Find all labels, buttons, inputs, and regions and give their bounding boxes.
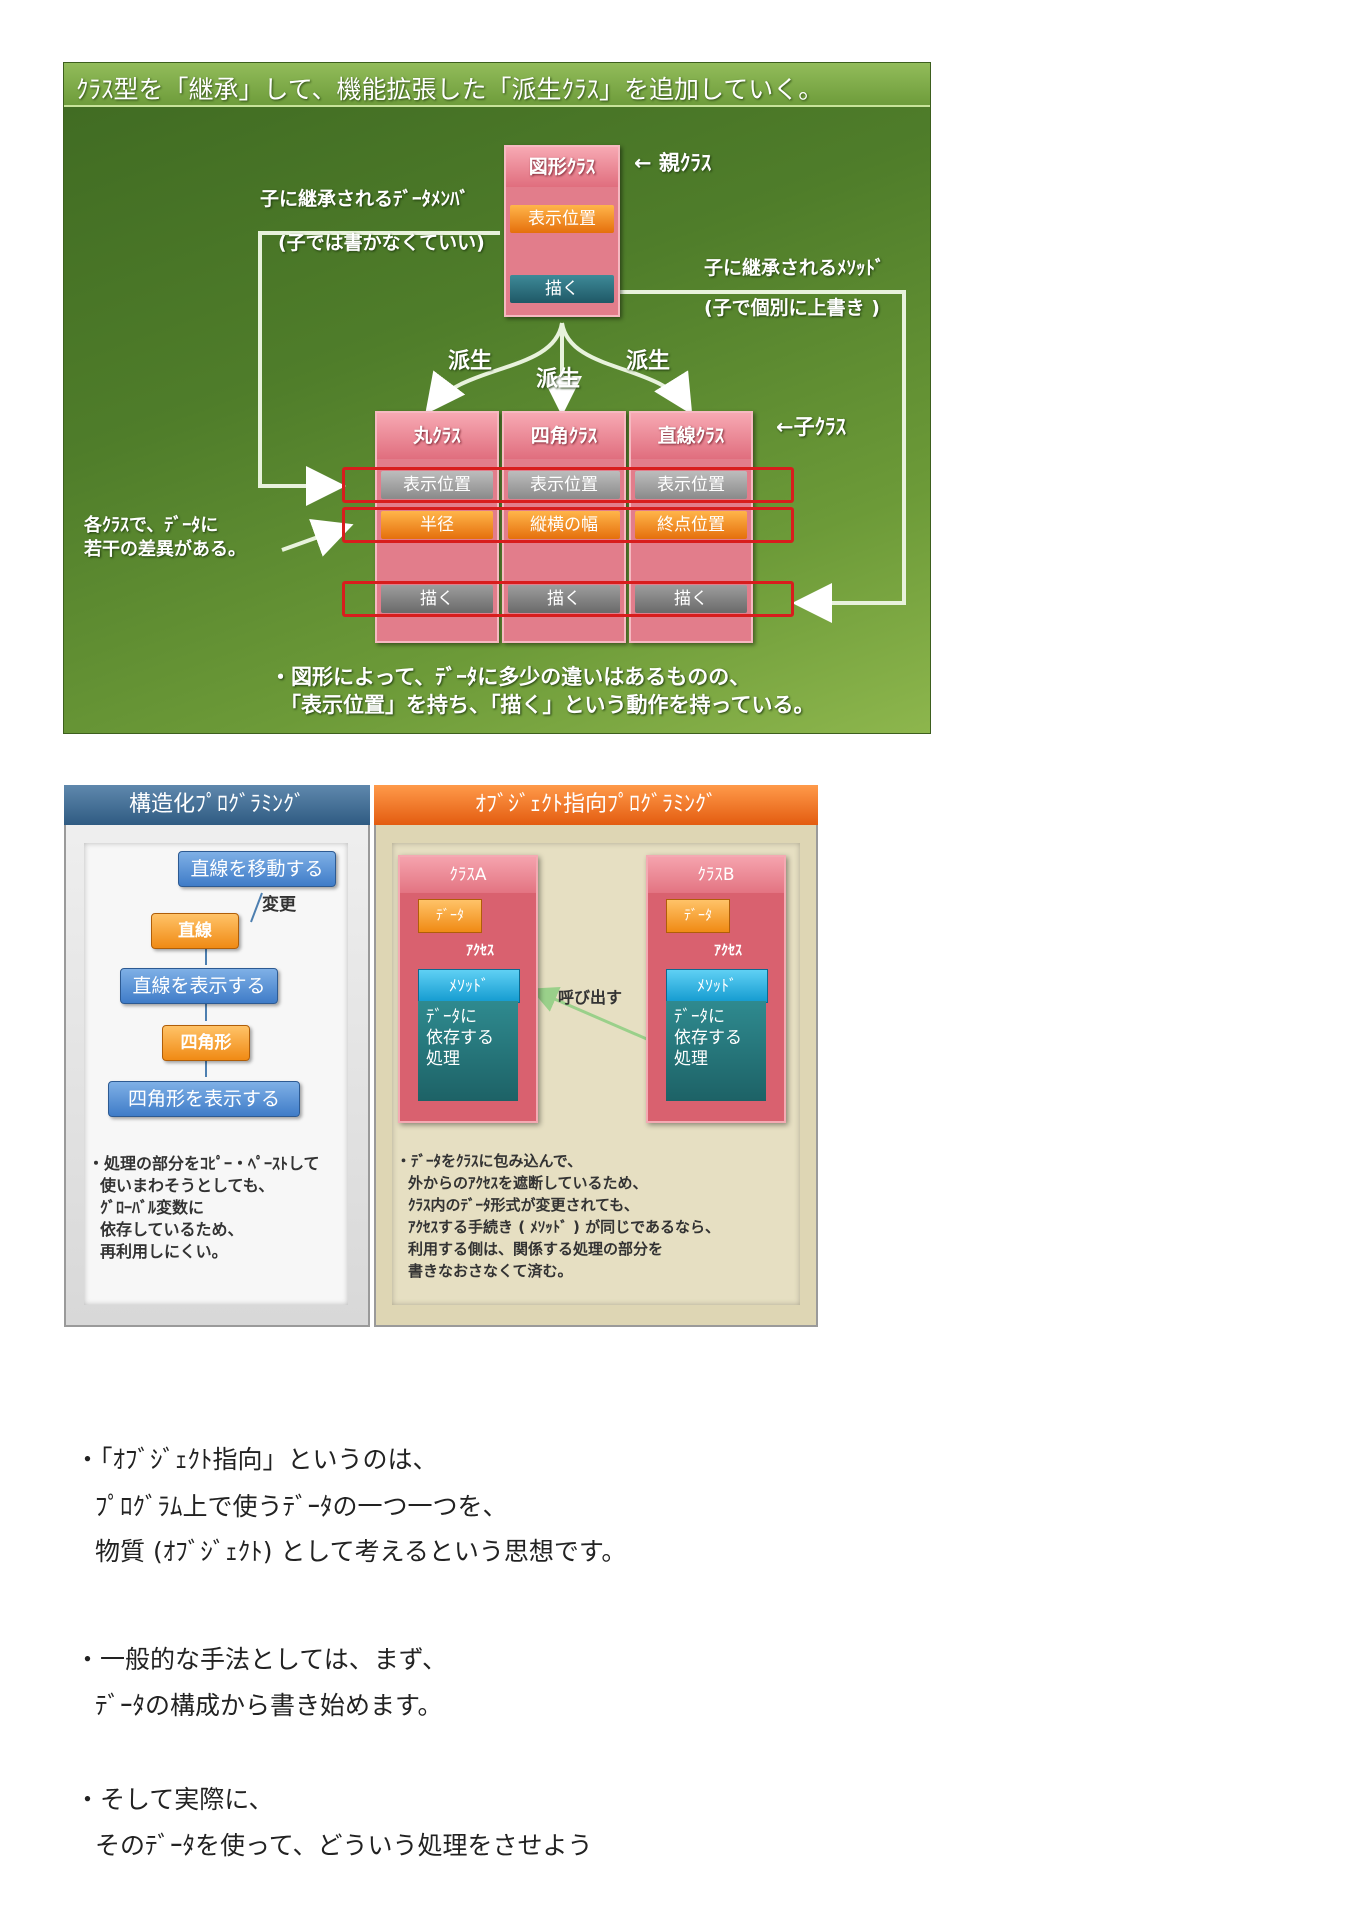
oop-note-line: 利用する側は、関係する処理の部分を xyxy=(408,1240,664,1258)
oop-note-line: ｸﾗｽ内のﾃﾞｰﾀ形式が変更されても、 xyxy=(408,1196,639,1214)
child-field-position: 表示位置 xyxy=(508,471,620,499)
derive-label-left: 派生 xyxy=(448,349,493,374)
class-a-box: ｸﾗｽA ﾃﾞｰﾀ ｱｸｾｽ ﾒｿｯﾄﾞ ﾃﾞｰﾀに 依存する 処理 xyxy=(398,855,538,1123)
child-class-rectangle: 四角ｸﾗｽ 表示位置 縦横の幅 描く xyxy=(502,411,626,643)
diff-note-line1: 各ｸﾗｽで、ﾃﾞｰﾀに xyxy=(84,515,219,536)
child-class-name: 四角ｸﾗｽ xyxy=(504,413,624,459)
class-b-box: ｸﾗｽB ﾃﾞｰﾀ ｱｸｾｽ ﾒｿｯﾄﾞ ﾃﾞｰﾀに 依存する 処理 xyxy=(646,855,786,1123)
left-note-line2: (子では書かなくていい) xyxy=(278,232,485,254)
programming-comparison: 構造化ﾌﾟﾛｸﾞﾗﾐﾝｸﾞ ｵﾌﾞｼﾞｪｸﾄ指向ﾌﾟﾛｸﾞﾗﾐﾝｸﾞ 直線を移動… xyxy=(64,785,818,1327)
child-class-tag: ←子ｸﾗｽ xyxy=(776,415,847,439)
class-b-process: ﾃﾞｰﾀに 依存する 処理 xyxy=(666,1001,766,1101)
body-text-line: ・「ｵﾌﾞｼﾞｪｸﾄ指向」というのは、 xyxy=(75,1445,438,1474)
body-text-line: ・そして実際に、 xyxy=(75,1785,274,1814)
child-field-data: 縦横の幅 xyxy=(508,511,620,539)
child-method-draw: 描く xyxy=(381,585,493,613)
line-data-box: 直線 xyxy=(151,913,239,949)
structured-note-line: ・処理の部分をｺﾋﾟｰ・ﾍﾟｰｽﾄして xyxy=(88,1154,320,1173)
diagram-title: ｸﾗｽ型を「継承」して、機能拡張した「派生ｸﾗｽ」を追加していく。 xyxy=(76,75,824,104)
show-line-box: 直線を表示する xyxy=(120,968,278,1004)
move-line-box: 直線を移動する xyxy=(178,851,336,887)
class-b-data: ﾃﾞｰﾀ xyxy=(666,899,730,933)
oop-note-line: 書きなおさなくて済む。 xyxy=(408,1262,573,1280)
class-a-name: ｸﾗｽA xyxy=(400,857,536,893)
child-method-draw: 描く xyxy=(635,585,747,613)
body-text-line: そのﾃﾞｰﾀを使って、どういう処理をさせよう xyxy=(95,1831,593,1860)
derive-label-right: 派生 xyxy=(626,349,671,374)
structured-note-line: 使いまわそうとしても、 xyxy=(100,1176,275,1195)
diagram-title-bar: ｸﾗｽ型を「継承」して、機能拡張した「派生ｸﾗｽ」を追加していく。 xyxy=(64,63,930,107)
body-text-line: ・一般的な手法としては、まず、 xyxy=(75,1645,448,1674)
class-b-method: ﾒｿｯﾄﾞ xyxy=(666,969,768,1003)
summary-line2: 「表示位置」を持ち、「描く」という動作を持っている。 xyxy=(280,693,815,717)
inheritance-diagram: ｸﾗｽ型を「継承」して、機能拡張した「派生ｸﾗｽ」を追加していく。 図形ｸﾗｽ … xyxy=(64,63,930,733)
class-a-access: ｱｸｾｽ xyxy=(466,943,494,959)
child-class-name: 直線ｸﾗｽ xyxy=(631,413,751,459)
class-a-process: ﾃﾞｰﾀに 依存する 処理 xyxy=(418,1001,518,1101)
oop-header: ｵﾌﾞｼﾞｪｸﾄ指向ﾌﾟﾛｸﾞﾗﾐﾝｸﾞ xyxy=(374,785,818,825)
parent-class-box: 図形ｸﾗｽ 表示位置 描く xyxy=(504,145,620,317)
parent-class-name: 図形ｸﾗｽ xyxy=(506,147,618,187)
connector-lines xyxy=(258,231,906,623)
body-text-line: ﾌﾟﾛｸﾞﾗﾑ上で使うﾃﾞｰﾀの一つ一つを、 xyxy=(95,1492,508,1521)
diff-note-line2: 若干の差異がある。 xyxy=(84,539,246,560)
child-field-position: 表示位置 xyxy=(635,471,747,499)
call-label: 呼び出す xyxy=(558,988,623,1007)
body-text-line: 物質 (ｵﾌﾞｼﾞｪｸﾄ) として考えるという思想です。 xyxy=(95,1537,627,1566)
oop-note-line: 外からのｱｸｾｽを遮断しているため、 xyxy=(408,1174,648,1192)
child-class-line: 直線ｸﾗｽ 表示位置 終点位置 描く xyxy=(629,411,753,643)
show-rect-box: 四角形を表示する xyxy=(108,1081,300,1117)
class-a-method: ﾒｿｯﾄﾞ xyxy=(418,969,520,1003)
class-b-name: ｸﾗｽB xyxy=(648,857,784,893)
body-text-line: ﾃﾞｰﾀの構成から書き始めます。 xyxy=(95,1691,443,1720)
highlight-position-row xyxy=(342,467,794,503)
structured-note-line: 再利用しにくい。 xyxy=(100,1242,228,1261)
rect-data-box: 四角形 xyxy=(162,1025,250,1061)
highlight-method-row xyxy=(342,581,794,617)
parent-field-display-position: 表示位置 xyxy=(510,205,614,233)
class-a-data: ﾃﾞｰﾀ xyxy=(418,899,482,933)
parent-class-tag: ← 親ｸﾗｽ xyxy=(634,151,712,175)
child-method-draw: 描く xyxy=(508,585,620,613)
parent-method-draw: 描く xyxy=(510,275,614,303)
oop-note-line: ・ﾃﾞｰﾀをｸﾗｽに包み込んで、 xyxy=(396,1152,583,1170)
change-label: 変更 xyxy=(262,895,296,915)
child-field-position: 表示位置 xyxy=(381,471,493,499)
oop-note-line: ｱｸｾｽする手続き ( ﾒｿｯﾄﾞ ) が同じであるなら、 xyxy=(408,1218,720,1236)
summary-line1: ・図形によって、ﾃﾞｰﾀに多少の違いはあるものの、 xyxy=(270,665,751,689)
structured-header: 構造化ﾌﾟﾛｸﾞﾗﾐﾝｸﾞ xyxy=(64,785,370,825)
structured-note-line: ｸﾞﾛｰﾊﾞﾙ変数に xyxy=(100,1198,205,1217)
right-note-line1: 子に継承されるﾒｿｯﾄﾞ xyxy=(704,257,885,279)
derive-label-center: 派生 xyxy=(536,367,581,392)
class-b-access: ｱｸｾｽ xyxy=(714,943,742,959)
child-field-data: 終点位置 xyxy=(635,511,747,539)
child-field-data: 半径 xyxy=(381,511,493,539)
right-note-line2: (子で個別に上書き ) xyxy=(704,297,880,319)
child-class-name: 丸ｸﾗｽ xyxy=(377,413,497,459)
structured-note-line: 依存しているため、 xyxy=(100,1220,244,1239)
left-note-line1: 子に継承されるﾃﾞｰﾀﾒﾝﾊﾞ xyxy=(260,188,470,210)
highlight-data-row xyxy=(342,507,794,543)
child-class-circle: 丸ｸﾗｽ 表示位置 半径 描く xyxy=(375,411,499,643)
